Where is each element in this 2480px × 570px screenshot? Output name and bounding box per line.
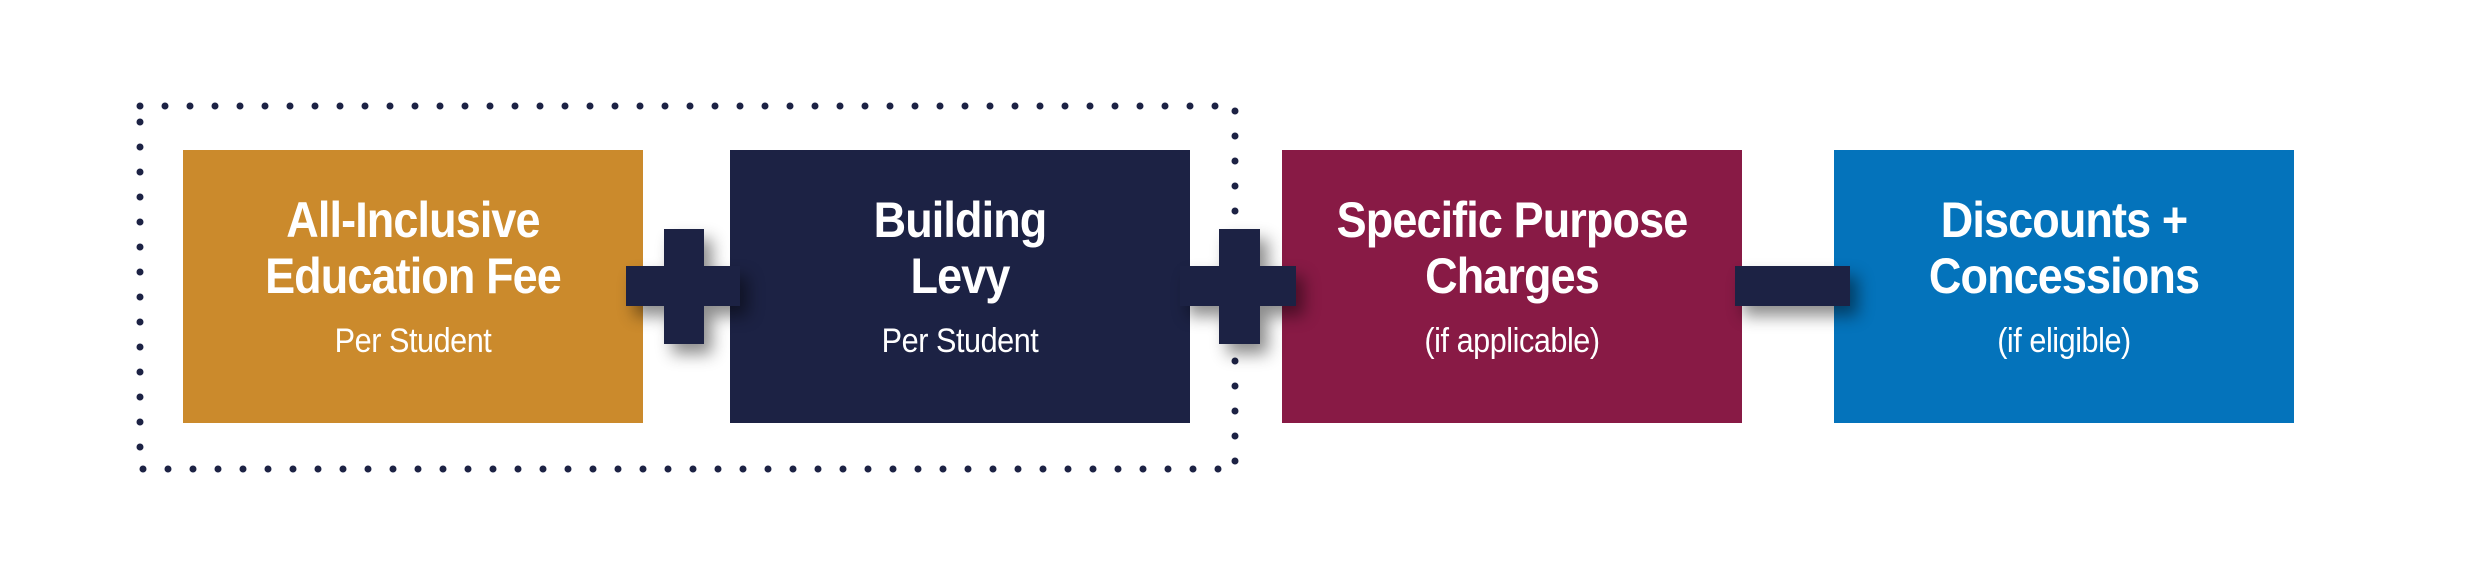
plus-icon: [626, 229, 740, 344]
plus-icon: [1180, 229, 1296, 344]
minus-icon: [1735, 266, 1850, 306]
education-fee-subtitle: Per Student: [334, 322, 492, 360]
discounts-subtitle: (if eligible): [1997, 322, 2131, 360]
specific-purpose-subtitle: (if applicable): [1424, 322, 1600, 360]
discounts-title: Discounts +Concessions: [1928, 192, 2200, 304]
discounts-box: Discounts +Concessions (if eligible): [1834, 150, 2294, 423]
building-levy-subtitle: Per Student: [881, 322, 1039, 360]
